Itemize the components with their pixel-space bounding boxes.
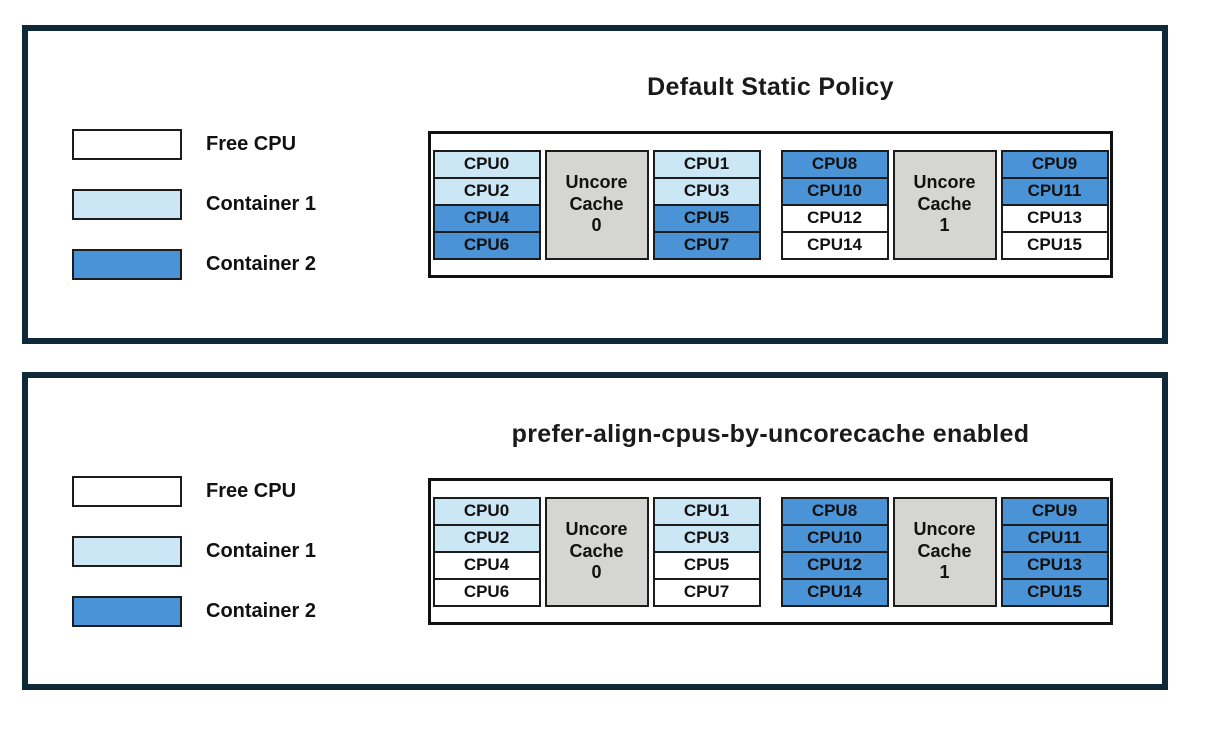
cpu-cell: CPU13 bbox=[1000, 203, 1109, 233]
cpu-column-left: CPU0 CPU2 CPU4 CPU6 bbox=[432, 496, 541, 607]
uncore-cache-group-0: CPU0 CPU2 CPU4 CPU6 Uncore Cache 0 CPU1 … bbox=[432, 149, 761, 260]
cpu-cell: CPU6 bbox=[432, 577, 541, 607]
cpu-cell: CPU7 bbox=[652, 230, 761, 260]
cache-label-line: Cache bbox=[917, 540, 972, 561]
legend-label: Free CPU bbox=[206, 133, 297, 155]
legend-item-free-cpu: Free CPU bbox=[72, 129, 296, 160]
cpu-cell: CPU3 bbox=[652, 523, 761, 553]
uncore-cache-block-1: Uncore Cache 1 bbox=[892, 496, 997, 607]
cpu-column-right: CPU1 CPU3 CPU5 CPU7 bbox=[652, 496, 761, 607]
cpu-cell: CPU0 bbox=[432, 149, 541, 179]
cpu-column-left: CPU0 CPU2 CPU4 CPU6 bbox=[432, 149, 541, 260]
cache-label-line: Uncore bbox=[913, 171, 976, 192]
cpu-cell: CPU0 bbox=[432, 496, 541, 526]
cpu-topology-diagram: CPU0 CPU2 CPU4 CPU6 Uncore Cache 0 CPU1 … bbox=[428, 131, 1113, 278]
cache-label-line: Uncore bbox=[565, 171, 628, 192]
cpu-cell: CPU4 bbox=[432, 203, 541, 233]
cache-label-line: Cache bbox=[569, 540, 624, 561]
legend-label: Container 2 bbox=[206, 253, 317, 275]
panel-prefer-align-cpus-by-uncorecache: prefer-align-cpus-by-uncorecache enabled… bbox=[22, 372, 1168, 690]
uncore-cache-group-1: CPU8 CPU10 CPU12 CPU14 Uncore Cache 1 CP… bbox=[780, 149, 1109, 260]
cpu-cell: CPU9 bbox=[1000, 496, 1109, 526]
legend-item-container-1: Container 1 bbox=[72, 536, 316, 567]
cpu-cell: CPU10 bbox=[780, 176, 889, 206]
cpu-column-right: CPU9 CPU11 CPU13 CPU15 bbox=[1000, 149, 1109, 260]
uncore-cache-group-0: CPU0 CPU2 CPU4 CPU6 Uncore Cache 0 CPU1 … bbox=[432, 496, 761, 607]
cache-label-line: Cache bbox=[569, 193, 624, 214]
legend-item-container-2: Container 2 bbox=[72, 249, 316, 280]
cpu-cell: CPU6 bbox=[432, 230, 541, 260]
cpu-cell: CPU5 bbox=[652, 203, 761, 233]
cpu-cell: CPU14 bbox=[780, 230, 889, 260]
cpu-cell: CPU11 bbox=[1000, 176, 1109, 206]
legend-label: Container 2 bbox=[206, 600, 317, 622]
uncore-cache-group-1: CPU8 CPU10 CPU12 CPU14 Uncore Cache 1 CP… bbox=[780, 496, 1109, 607]
cpu-cell: CPU11 bbox=[1000, 523, 1109, 553]
cache-label-line: 0 bbox=[591, 215, 602, 236]
cpu-cell: CPU7 bbox=[652, 577, 761, 607]
uncore-cache-block-0: Uncore Cache 0 bbox=[544, 149, 649, 260]
panel-default-static-policy: Default Static Policy Free CPU Container… bbox=[22, 25, 1168, 344]
legend-item-free-cpu: Free CPU bbox=[72, 476, 296, 507]
legend-swatch-container-2 bbox=[72, 596, 182, 627]
cache-label-line: Uncore bbox=[913, 518, 976, 539]
cpu-topology-diagram: CPU0 CPU2 CPU4 CPU6 Uncore Cache 0 CPU1 … bbox=[428, 478, 1113, 625]
legend-swatch-free bbox=[72, 129, 182, 160]
cpu-cell: CPU4 bbox=[432, 550, 541, 580]
cpu-cell: CPU8 bbox=[780, 149, 889, 179]
cpu-column-left: CPU8 CPU10 CPU12 CPU14 bbox=[780, 496, 889, 607]
legend-swatch-container-1 bbox=[72, 536, 182, 567]
legend-item-container-1: Container 1 bbox=[72, 189, 316, 220]
uncore-cache-block-1: Uncore Cache 1 bbox=[892, 149, 997, 260]
cpu-cell: CPU12 bbox=[780, 550, 889, 580]
cpu-cell: CPU3 bbox=[652, 176, 761, 206]
cpu-cell: CPU10 bbox=[780, 523, 889, 553]
legend-swatch-container-1 bbox=[72, 189, 182, 220]
uncore-cache-block-0: Uncore Cache 0 bbox=[544, 496, 649, 607]
cpu-cell: CPU13 bbox=[1000, 550, 1109, 580]
cpu-cell: CPU1 bbox=[652, 149, 761, 179]
cache-label-line: 0 bbox=[591, 562, 602, 583]
legend-item-container-2: Container 2 bbox=[72, 596, 316, 627]
cpu-column-right: CPU1 CPU3 CPU5 CPU7 bbox=[652, 149, 761, 260]
cpu-cell: CPU12 bbox=[780, 203, 889, 233]
legend-swatch-container-2 bbox=[72, 249, 182, 280]
cpu-cell: CPU2 bbox=[432, 176, 541, 206]
cpu-cell: CPU1 bbox=[652, 496, 761, 526]
panel-title: Default Static Policy bbox=[647, 73, 894, 101]
cpu-cell: CPU5 bbox=[652, 550, 761, 580]
legend-label: Container 1 bbox=[206, 540, 317, 562]
cpu-cell: CPU15 bbox=[1000, 577, 1109, 607]
legend-label: Container 1 bbox=[206, 193, 317, 215]
cache-label-line: 1 bbox=[939, 215, 950, 236]
cpu-column-right: CPU9 CPU11 CPU13 CPU15 bbox=[1000, 496, 1109, 607]
cpu-cell: CPU2 bbox=[432, 523, 541, 553]
legend-swatch-free bbox=[72, 476, 182, 507]
cpu-cell: CPU14 bbox=[780, 577, 889, 607]
cpu-cell: CPU8 bbox=[780, 496, 889, 526]
cache-label-line: 1 bbox=[939, 562, 950, 583]
panel-title: prefer-align-cpus-by-uncorecache enabled bbox=[511, 420, 1030, 448]
legend-label: Free CPU bbox=[206, 480, 297, 502]
cpu-cell: CPU9 bbox=[1000, 149, 1109, 179]
cpu-column-left: CPU8 CPU10 CPU12 CPU14 bbox=[780, 149, 889, 260]
cache-label-line: Cache bbox=[917, 193, 972, 214]
cache-label-line: Uncore bbox=[565, 518, 628, 539]
cpu-cell: CPU15 bbox=[1000, 230, 1109, 260]
